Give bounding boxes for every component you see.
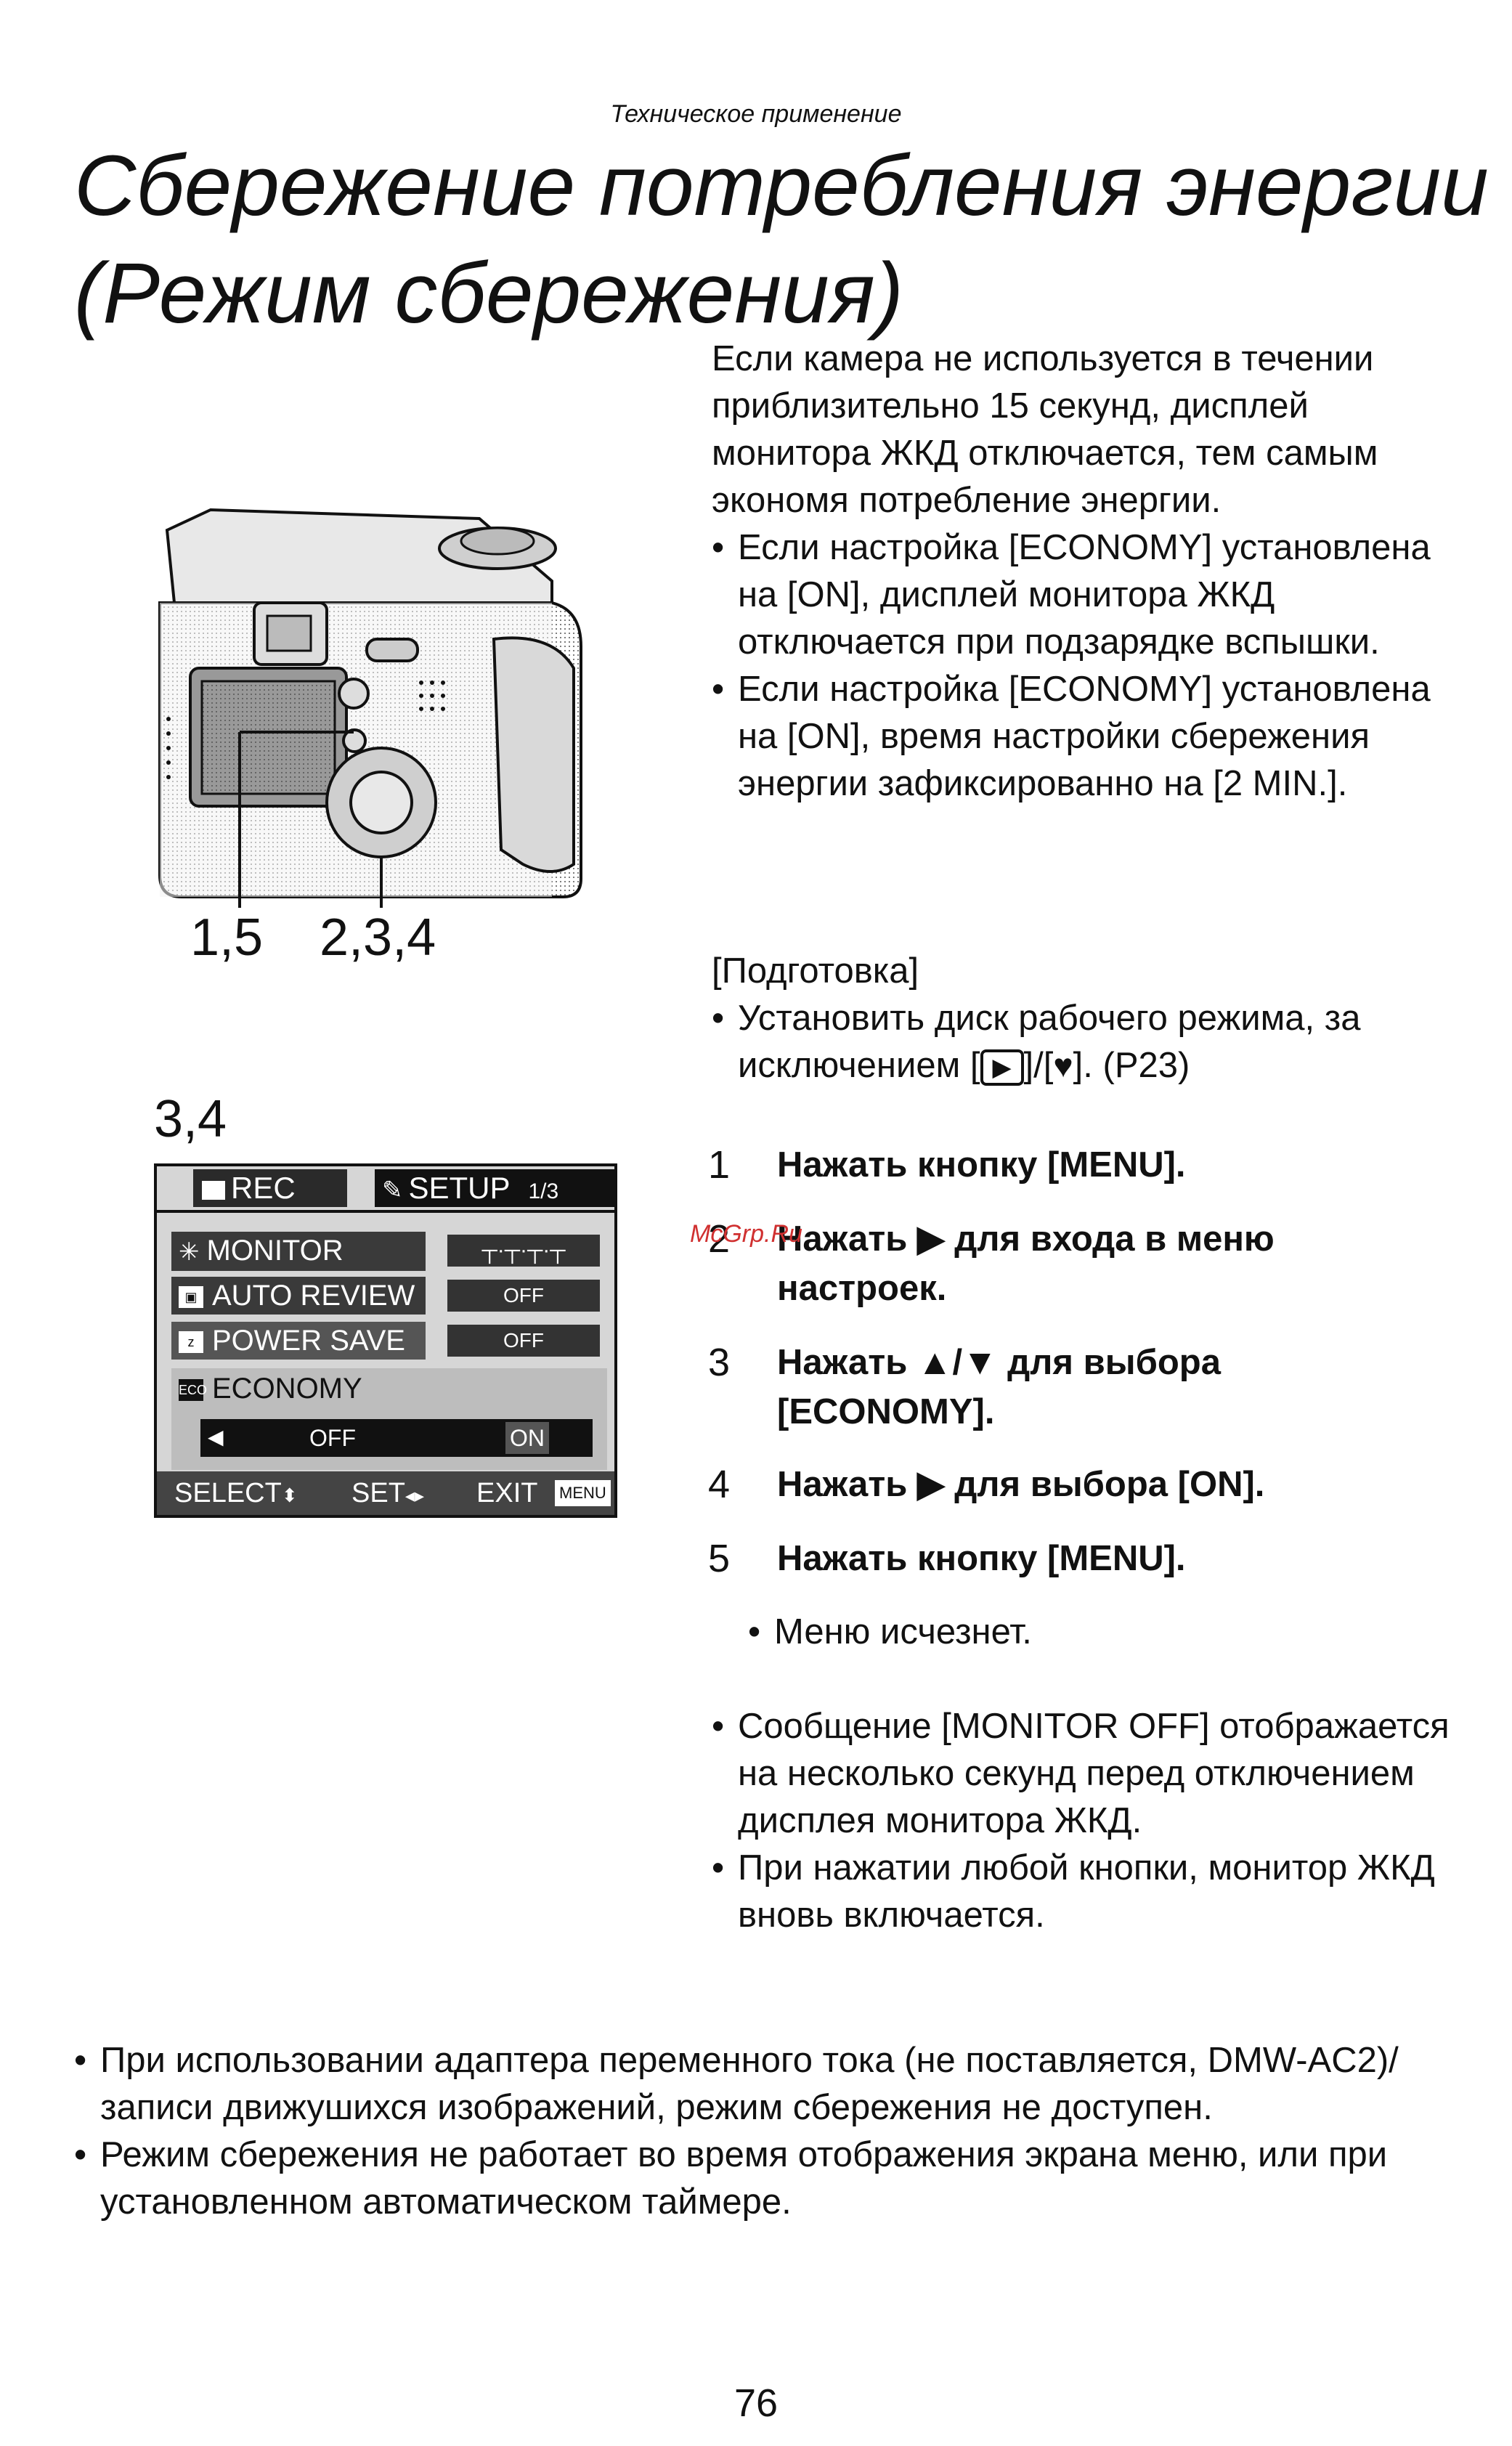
page-number: 76: [733, 2381, 779, 2425]
page-header: Техническое применение: [610, 100, 902, 128]
arrow-left-icon: ◀: [208, 1426, 224, 1448]
page-title: Сбережение потребления энергии (Режим сб…: [74, 132, 1489, 347]
step-5-note: • Меню исчезнет.: [748, 1609, 1402, 1656]
callout-label-1-5: 1,5: [190, 909, 264, 967]
tab-rec: REC: [193, 1169, 347, 1207]
camera-illustration: [158, 508, 582, 908]
prep-bullet-text-1: Установить диск рабочего режима, за искл…: [738, 999, 1361, 1085]
callout-label-3-4: 3,4: [154, 1090, 227, 1148]
menu-item-economy-label: ECONOMY: [212, 1373, 362, 1405]
step-5-text: Нажать кнопку [MENU].: [777, 1539, 1186, 1578]
economy-option-off: OFF: [309, 1425, 356, 1451]
playback-icon: ▶: [980, 1049, 1024, 1086]
watermark: McGrp.Ru: [690, 1220, 802, 1248]
wrench-icon: ✎: [382, 1177, 403, 1204]
step-3: 3 Нажать ▲/▼ для выбора [ECONOMY].: [708, 1338, 1471, 1439]
bullet-dot: •: [712, 528, 725, 567]
bullet-dot: •: [74, 2135, 87, 2174]
step-5-note-text: Меню исчезнет.: [774, 1612, 1032, 1651]
menu-item-auto-review: ▣ AUTO REVIEW: [171, 1277, 426, 1315]
prep-bullet: • Установить диск рабочего режима, за ис…: [712, 995, 1467, 1089]
heart-icon: ♥: [1053, 1047, 1073, 1084]
step-2: 2 Нажать ▶ для входа в меню настроек.: [708, 1214, 1471, 1316]
intro-text: Если камера не используется в течении пр…: [712, 339, 1378, 520]
bullet-dot: •: [712, 1707, 725, 1746]
tab-setup-label: SETUP: [408, 1171, 510, 1205]
bullet-dot: •: [712, 999, 725, 1038]
menu-button-icon: MENU: [555, 1480, 611, 1506]
bullet-dot: •: [712, 670, 725, 709]
step-1-number: 1: [708, 1143, 731, 1187]
step-4-text: Нажать ▶ для выбора [ON].: [777, 1465, 1265, 1504]
monitor-brightness-scale: ┬·┬·┬·┬: [447, 1235, 600, 1267]
bullet-dot: •: [74, 2041, 87, 2080]
menu-item-monitor: ✳MONITOR: [171, 1232, 426, 1271]
lcd-menu-screen: REC ✎SETUP 1/3 ✳MONITOR ┬·┬·┬·┬ ▣ AUTO RE…: [154, 1163, 617, 1518]
intro-paragraph: Если камера не используется в течении пр…: [712, 336, 1467, 808]
prep-label: [Подготовка]: [712, 951, 919, 991]
prep-bullet-text-2: ]/[: [1023, 1046, 1054, 1085]
bottom-bullet-1: • При использовании адаптера переменного…: [74, 2037, 1454, 2132]
updown-icon: ⬍: [281, 1484, 298, 1506]
bottom-bullet-1-text: При использовании адаптера переменного т…: [100, 2041, 1399, 2127]
bullet-dot: •: [712, 1848, 725, 1888]
step-5-number: 5: [708, 1537, 731, 1580]
step-1: 1 Нажать кнопку [MENU].: [708, 1140, 1471, 1190]
menu-item-monitor-label: MONITOR: [206, 1235, 344, 1267]
preparation-section: [Подготовка] • Установить диск рабочего …: [712, 948, 1467, 1089]
bottom-bullet-2: • Режим сбережения не работает во время …: [74, 2132, 1454, 2226]
camera-icon: [202, 1180, 225, 1200]
economy-option-on: ON: [505, 1422, 549, 1454]
intro-bullet-1: • Если настройка [ECONOMY] установлена н…: [712, 524, 1467, 666]
intro-bullet-2-text: Если настройка [ECONOMY] установлена на …: [738, 670, 1431, 803]
step-3-text: Нажать ▲/▼ для выбора [ECONOMY].: [777, 1343, 1221, 1431]
prep-bullet-text-3: ]. (P23): [1073, 1046, 1190, 1085]
review-icon: ▣: [179, 1286, 203, 1309]
intro-bullet-2: • Если настройка [ECONOMY] установлена н…: [712, 666, 1467, 808]
title-line-1: Сбережение потребления энергии: [74, 138, 1489, 234]
sun-icon: ✳: [179, 1238, 200, 1266]
after-bullet-2: • При нажатии любой кнопки, монитор ЖКД …: [712, 1845, 1467, 1939]
step-5: 5 Нажать кнопку [MENU].: [708, 1534, 1471, 1583]
after-bullet-1: • Сообщение [MONITOR OFF] отображается н…: [712, 1703, 1467, 1845]
bottom-notes: • При использовании адаптера переменного…: [74, 2037, 1454, 2226]
step-1-text: Нажать кнопку [MENU].: [777, 1145, 1186, 1185]
step-4-number: 4: [708, 1463, 731, 1506]
step-2-text: Нажать ▶ для входа в меню настроек.: [777, 1219, 1275, 1308]
lcd-footer: SELECT⬍ SET◂▸ EXIT MENU: [157, 1471, 614, 1515]
economy-selector: ◀ OFF ON: [200, 1419, 593, 1457]
callout-label-2-3-4: 2,3,4: [320, 909, 436, 967]
bottom-bullet-2-text: Режим сбережения не работает во время от…: [100, 2135, 1388, 2222]
bullet-dot: •: [748, 1612, 761, 1651]
menu-item-power-save-label: POWER SAVE: [212, 1325, 405, 1357]
step-2-number: 2: [708, 1217, 731, 1261]
eco-icon: ECO: [179, 1379, 207, 1402]
tab-rec-label: REC: [231, 1171, 296, 1205]
power-save-value: OFF: [447, 1325, 600, 1357]
step-4: 4 Нажать ▶ для выбора [ON].: [708, 1460, 1471, 1509]
title-line-2: (Режим сбережения): [74, 245, 904, 341]
after-bullet-1-text: Сообщение [MONITOR OFF] отображается на …: [738, 1707, 1450, 1840]
auto-review-value: OFF: [447, 1280, 600, 1312]
step-3-number: 3: [708, 1341, 731, 1384]
tab-setup-page: 1/3: [528, 1179, 559, 1203]
lcd-divider: [157, 1210, 614, 1213]
after-bullet-2-text: При нажатии любой кнопки, монитор ЖКД вн…: [738, 1848, 1435, 1935]
menu-item-power-save: z POWER SAVE: [171, 1322, 426, 1360]
tab-setup: ✎SETUP 1/3: [375, 1169, 614, 1207]
footer-select: SELECT⬍: [174, 1478, 298, 1508]
intro-bullet-1-text: Если настройка [ECONOMY] установлена на …: [738, 528, 1431, 662]
menu-item-auto-review-label: AUTO REVIEW: [212, 1280, 415, 1312]
after-notes: • Сообщение [MONITOR OFF] отображается н…: [712, 1703, 1467, 1939]
footer-set: SET◂▸: [351, 1478, 425, 1508]
power-save-icon: z: [179, 1331, 203, 1354]
leftright-icon: ◂▸: [405, 1484, 425, 1506]
footer-exit: EXIT: [476, 1478, 538, 1508]
